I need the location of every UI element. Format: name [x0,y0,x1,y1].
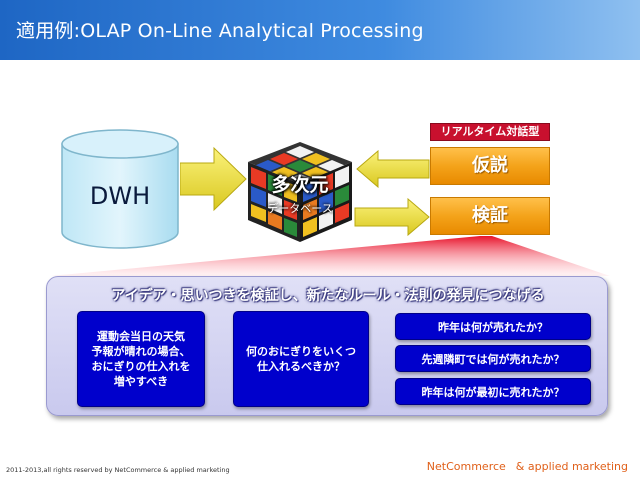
cube-main-label: 多次元 [271,174,329,196]
title-bar: 適用例:OLAP On-Line Analytical Processing [0,0,640,60]
dwh-label: DWH [89,182,151,210]
brand-name: NetCommerce [426,460,506,473]
example-card-quantity: 何のおにぎりをいくつ 仕入れるべきか？ [233,311,369,407]
card-line: 運動会当日の天気 [97,330,185,343]
footer-brand: NetCommerce& applied marketing [427,460,628,473]
multidimensional-cube: 多次元 データベース [244,140,356,244]
brand-tail: applied marketing [527,460,628,473]
panel-heading: アイデア・思いつきを検証し、新たなルール・法則の発見につなげる [111,288,545,304]
verify-box: 検証 [430,197,550,235]
arrow-dwh-to-cube [180,146,247,212]
slide-title: 適用例:OLAP On-Line Analytical Processing [16,20,424,42]
brand-amp: & [515,460,525,473]
card-line: 仕入れるべきか？ [257,360,345,373]
example-card-weather: 運動会当日の天気 予報が晴れの場合、 おにぎりの仕入れを 増やすべき [77,311,205,407]
discovery-panel: アイデア・思いつきを検証し、新たなルール・法則の発見につなげる 運動会当日の天気… [46,276,608,416]
card-line: 何のおにぎりをいくつ [246,345,356,358]
hypothesis-box: 仮説 [430,147,550,185]
question-card: 昨年は何が売れたか？ [395,313,591,340]
cube-sub-label: データベース [267,202,333,215]
card-line: 予報が晴れの場合、 [91,345,191,358]
question-card: 先週隣町では何が売れたか？ [395,345,591,372]
card-line: おにぎりの仕入れを [91,360,191,373]
card-line: 増やすべき [113,375,169,388]
copyright-notice: 2011-2013,all rights reserved by NetComm… [6,466,230,474]
realtime-interactive-badge: リアルタイム対話型 [430,123,550,141]
arrow-cube-to-verify [354,198,430,236]
arrow-hypothesis-to-cube [356,150,430,188]
question-card: 昨年は何が最初に売れたか？ [395,378,591,405]
dwh-database-cylinder: DWH [60,128,180,250]
